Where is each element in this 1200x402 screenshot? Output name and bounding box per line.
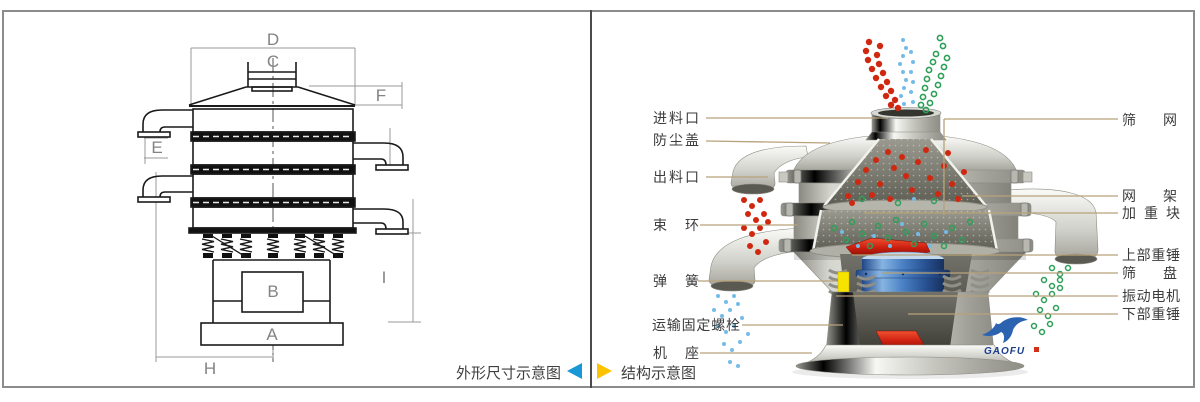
label-lower-weight: 下部重锤: [1122, 306, 1180, 322]
clamp-bolts: [783, 169, 1031, 253]
dim-label-a: A: [266, 325, 278, 344]
panel-divider: [590, 10, 592, 388]
next-arrow-icon[interactable]: [597, 363, 612, 379]
particles-green-out: [1030, 264, 1072, 336]
label-transport-fixing-bolt: 运输固定螺栓: [652, 317, 740, 333]
left-panel-caption: 外形尺寸示意图: [456, 365, 562, 382]
label-machine-base: 机 座: [653, 345, 699, 361]
label-mesh-frame: 网 架: [1122, 188, 1177, 204]
particles-red-out: [741, 197, 771, 255]
label-discharge-outlet: 出料口: [653, 169, 699, 185]
label-dust-cover: 防尘盖: [653, 132, 699, 148]
logo-bird-icon: [982, 317, 1028, 343]
label-spring: 弹 簧: [653, 273, 699, 289]
label-weight-block: 加 重 块: [1122, 205, 1180, 221]
dim-label-h: H: [204, 359, 216, 378]
label-sieve-plate: 筛 盘: [1122, 265, 1177, 281]
label-feed-inlet: 进料口: [653, 110, 699, 126]
structure-illustration: GAOFU: [698, 34, 1118, 379]
dim-label-f: F: [376, 86, 386, 105]
label-vibration-motor: 振动电机: [1122, 288, 1180, 304]
dim-label-c: C: [267, 52, 279, 71]
label-upper-weight: 上部重锤: [1122, 247, 1180, 263]
right-panel-caption: 结构示意图: [621, 365, 697, 382]
particles-blue-top: [898, 38, 915, 106]
base-assembly: [795, 268, 1025, 376]
particles-green-chamber: [830, 195, 974, 250]
particles-red-top: [862, 38, 902, 112]
dimension-letters: D C F E B A H I: [151, 30, 386, 378]
dimension-drawing: D C F E B A H I: [137, 30, 421, 378]
leader-dust-cover: [705, 140, 831, 144]
label-clamp-ring: 束 环: [653, 217, 699, 233]
prev-arrow-icon[interactable]: [567, 363, 582, 379]
dim-label-e: E: [151, 138, 162, 157]
dim-label-d: D: [267, 30, 279, 49]
logo-text: GAOFU: [984, 346, 1025, 357]
particles-blue-out: [712, 294, 750, 368]
particles-blue-chamber: [840, 197, 948, 248]
dim-label-b: B: [267, 282, 278, 301]
dim-label-i: I: [382, 268, 387, 287]
label-screen-mesh: 筛 网: [1122, 112, 1177, 128]
particles-red-chamber: [845, 147, 967, 206]
leader-lines: [698, 117, 1118, 354]
gaofu-logo: GAOFU: [982, 317, 1039, 357]
machine-outline: [137, 62, 409, 346]
particles-green-top: [917, 34, 951, 114]
